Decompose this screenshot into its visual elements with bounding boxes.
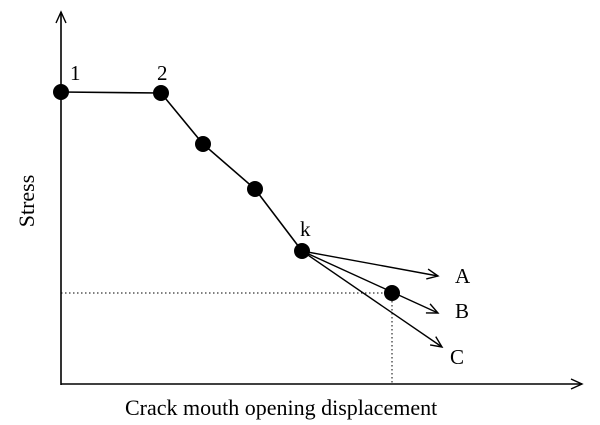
y-axis-title: Stress xyxy=(14,175,39,228)
point-k-label: k xyxy=(300,217,311,241)
softening-curve xyxy=(60,91,303,252)
branch-label-a: A xyxy=(455,264,471,288)
point-intermediate-2 xyxy=(247,181,263,197)
point-2 xyxy=(153,85,169,101)
point-1 xyxy=(53,84,69,100)
branch-line-c xyxy=(301,250,444,348)
branch-label-c: C xyxy=(450,345,464,369)
point-1-label: 1 xyxy=(70,61,81,85)
point-b-intersection xyxy=(384,285,400,301)
branch-label-b: B xyxy=(455,299,469,323)
branch-line-b xyxy=(301,250,440,314)
point-2-label: 2 xyxy=(157,61,168,85)
point-k xyxy=(294,243,310,259)
x-axis-title: Crack mouth opening displacement xyxy=(125,395,437,420)
point-intermediate-1 xyxy=(195,136,211,152)
branch-line-a xyxy=(301,250,440,280)
